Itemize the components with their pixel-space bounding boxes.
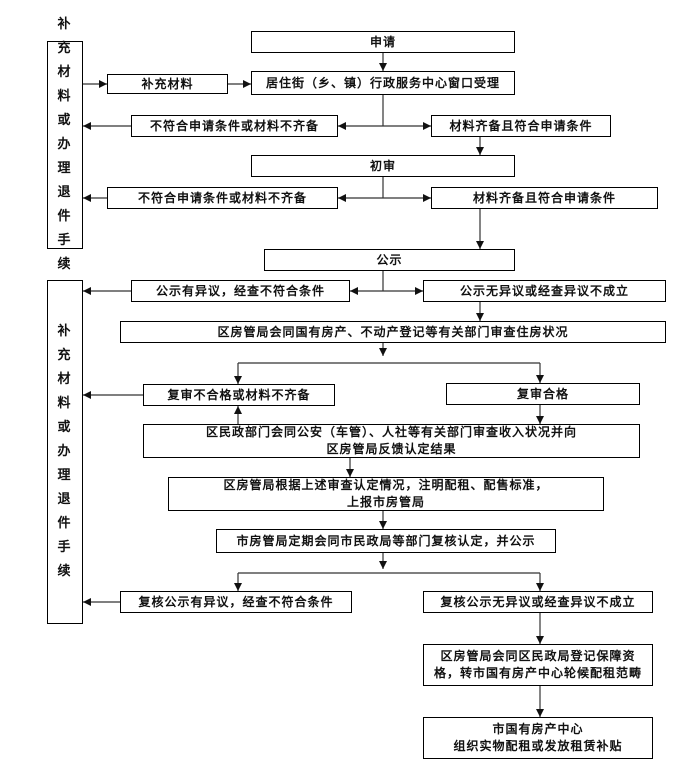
node-ok-2: 材料齐备且符合申请条件 xyxy=(431,187,658,209)
node-recheck-pass: 复审合格 xyxy=(446,383,640,405)
node-apply: 申请 xyxy=(251,31,515,53)
arrowhead-icon xyxy=(423,194,431,202)
arrowhead-icon xyxy=(83,598,91,606)
arrowhead-icon xyxy=(338,122,346,130)
arrowhead-icon xyxy=(379,348,387,356)
arrowhead-icon xyxy=(350,287,358,295)
arrowhead-icon xyxy=(536,583,544,591)
arrowhead-icon xyxy=(476,147,484,155)
side-panel-label: 补充材料或办理退件手续 xyxy=(57,17,73,272)
node-ok-1: 材料齐备且符合申请条件 xyxy=(431,115,611,137)
arrowhead-icon xyxy=(234,406,242,414)
node-housing-review: 区房管局会同国有房产、不动产登记等有关部门审查住房状况 xyxy=(120,321,666,343)
arrowhead-icon xyxy=(346,469,354,477)
arrowhead-icon xyxy=(234,376,242,384)
arrowhead-icon xyxy=(423,122,431,130)
arrowhead-icon xyxy=(83,287,91,295)
node-standard-report: 区房管局根据上述审查认定情况，注明配租、配售标准， 上报市房管局 xyxy=(168,477,604,511)
arrowhead-icon xyxy=(536,416,544,424)
arrowhead-icon xyxy=(536,636,544,644)
arrowhead-icon xyxy=(379,561,387,569)
arrowhead-icon xyxy=(83,391,91,399)
arrowhead-icon xyxy=(536,375,544,383)
node-supplement: 补充材料 xyxy=(107,74,228,94)
arrowhead-icon xyxy=(476,313,484,321)
arrowhead-icon xyxy=(476,241,484,249)
node-reject-1: 不符合申请条件或材料不齐备 xyxy=(131,115,338,137)
node-window-accept: 居住街（乡、镇）行政服务中心窗口受理 xyxy=(251,71,515,95)
node-reject-2: 不符合申请条件或材料不齐备 xyxy=(107,187,338,209)
side-panel-label: 补充材料或办理退件手续 xyxy=(57,324,73,579)
arrowhead-icon xyxy=(338,194,346,202)
node-publicity-objection: 公示有异议，经查不符合条件 xyxy=(131,280,350,302)
arrowhead-icon xyxy=(243,80,251,88)
node-initial-review: 初审 xyxy=(251,155,515,177)
side-panel-supplement-or-withdraw-bottom: 补充材料或办理退件手续 xyxy=(47,280,83,624)
arrowhead-icon xyxy=(379,521,387,529)
arrowhead-icon xyxy=(99,80,107,88)
node-city-review: 市房管局定期会同市民政局等部门复核认定，并公示 xyxy=(216,529,556,553)
arrowhead-icon xyxy=(536,709,544,717)
node-final-no-objection: 复核公示无异议或经查异议不成立 xyxy=(423,591,653,613)
side-panel-supplement-or-withdraw-top: 补充材料或办理退件手续 xyxy=(47,17,83,272)
node-publicity-no-objection: 公示无异议或经查异议不成立 xyxy=(423,280,666,302)
node-income-review: 区民政部门会同公安（车管）、人社等有关部门审查收入状况并向 区房管局反馈认定结果 xyxy=(143,424,640,458)
node-final-objection: 复核公示有异议，经查不符合条件 xyxy=(120,591,352,613)
node-register-eligibility: 区房管局会同区民政局登记保障资 格，转市国有房产中心轮候配租范畴 xyxy=(423,644,653,686)
node-allocate: 市国有房产中心 组织实物配租或发放租赁补贴 xyxy=(423,717,653,759)
node-publicity: 公示 xyxy=(264,249,515,271)
node-recheck-fail: 复审不合格或材料不齐备 xyxy=(143,384,335,406)
arrowhead-icon xyxy=(415,287,423,295)
arrowhead-icon xyxy=(379,63,387,71)
arrowhead-icon xyxy=(83,122,91,130)
arrowhead-icon xyxy=(83,194,91,202)
arrowhead-icon xyxy=(234,583,242,591)
